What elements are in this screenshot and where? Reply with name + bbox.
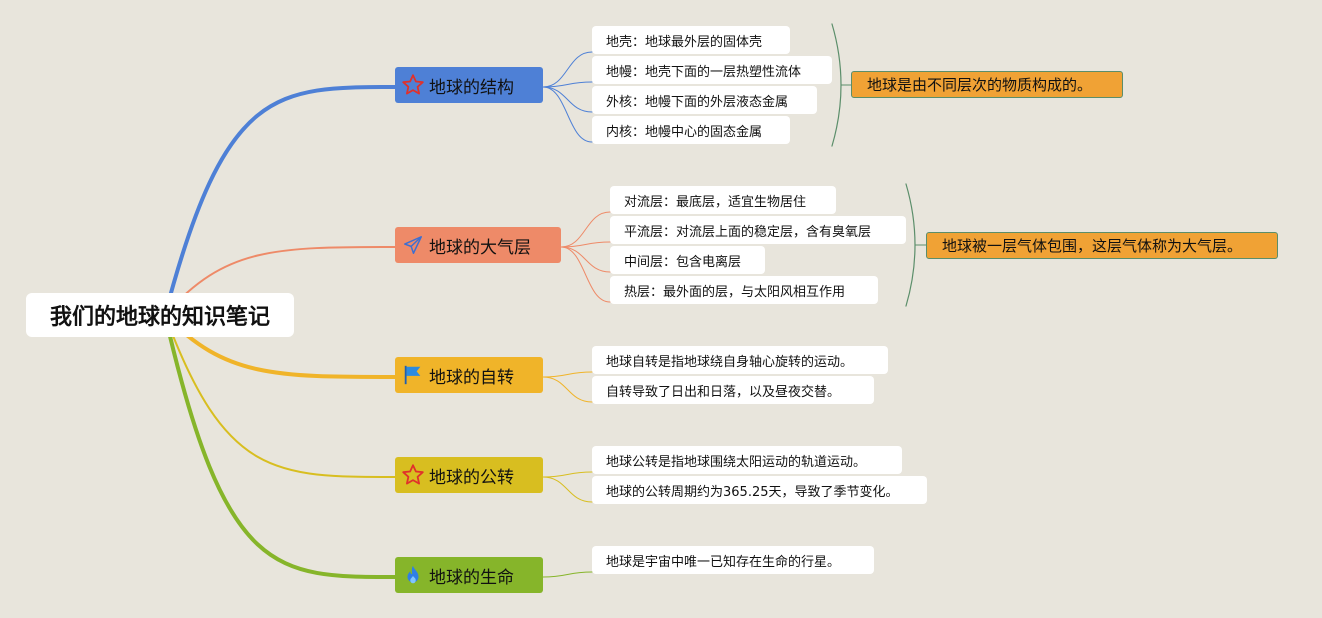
branch-topic-5[interactable]: 地球的生命	[395, 557, 543, 593]
summary-label: 地球被一层气体包围，这层气体称为大气层。	[942, 237, 1243, 255]
subtopic-label: 中间层：包含电离层	[624, 254, 742, 270]
branch-topic-1[interactable]: 地球的结构	[395, 67, 543, 103]
connector-line	[560, 246, 611, 303]
subtopic-label: 地球的公转周期约为365.25天，导致了季节变化。	[606, 484, 899, 500]
subtopic-3-2[interactable]: 自转导致了日出和日落，以及昼夜交替。	[592, 376, 874, 404]
connector-line	[542, 51, 593, 88]
branch-topic-3[interactable]: 地球的自转	[395, 357, 543, 393]
connector-line	[542, 476, 593, 503]
connector-line	[164, 246, 396, 316]
subtopic-3-1[interactable]: 地球自转是指地球绕自身轴心旋转的运动。	[592, 346, 888, 374]
connector-line	[905, 183, 916, 307]
subtopic-label: 地球公转是指地球围绕太阳运动的轨道运动。	[606, 454, 867, 470]
summary-label: 地球是由不同层次的物质构成的。	[867, 76, 1093, 94]
subtopic-label: 内核：地幔中心的固态金属	[606, 124, 763, 140]
summary-1[interactable]: 地球是由不同层次的物质构成的。	[851, 71, 1123, 98]
subtopic-4-2[interactable]: 地球的公转周期约为365.25天，导致了季节变化。	[592, 476, 927, 504]
subtopic-label: 热层：最外面的层，与太阳风相互作用	[624, 284, 846, 300]
branch-topic-label: 地球的大气层	[429, 237, 531, 258]
connector-line	[542, 86, 593, 113]
connector-line	[560, 211, 611, 248]
subtopic-2-1[interactable]: 对流层：最底层，适宜生物居住	[610, 186, 836, 214]
summary-2[interactable]: 地球被一层气体包围，这层气体称为大气层。	[926, 232, 1278, 259]
connector-line	[542, 86, 593, 143]
subtopic-1-2[interactable]: 地幔：地壳下面的一层热塑性流体	[592, 56, 832, 84]
branch-topic-label: 地球的公转	[429, 467, 514, 488]
connector-line	[163, 313, 397, 579]
subtopic-label: 对流层：最底层，适宜生物居住	[624, 194, 807, 210]
subtopic-label: 地球是宇宙中唯一已知存在生命的行星。	[606, 554, 841, 570]
connector-line	[831, 23, 842, 147]
paper-plane-icon	[401, 233, 425, 257]
subtopic-5-1[interactable]: 地球是宇宙中唯一已知存在生命的行星。	[592, 546, 874, 574]
subtopic-label: 平流层：对流层上面的稳定层，含有臭氧层	[624, 224, 872, 240]
subtopic-2-2[interactable]: 平流层：对流层上面的稳定层，含有臭氧层	[610, 216, 906, 244]
subtopic-2-3[interactable]: 中间层：包含电离层	[610, 246, 765, 274]
subtopic-1-1[interactable]: 地壳：地球最外层的固体壳	[592, 26, 790, 54]
connector-line	[542, 371, 593, 378]
connector-line	[542, 471, 593, 478]
branch-topic-4[interactable]: 地球的公转	[395, 457, 543, 493]
branch-topic-2[interactable]: 地球的大气层	[395, 227, 561, 263]
branch-topic-label: 地球的自转	[429, 367, 514, 388]
subtopic-label: 自转导致了日出和日落，以及昼夜交替。	[606, 384, 841, 400]
connector-line	[560, 246, 611, 273]
subtopic-label: 地壳：地球最外层的固体壳	[606, 34, 763, 50]
subtopic-label: 外核：地幔下面的外层液态金属	[606, 94, 789, 110]
star-icon	[401, 463, 425, 487]
connector-line	[164, 314, 396, 478]
subtopic-label: 地球自转是指地球绕自身轴心旋转的运动。	[606, 354, 854, 370]
root-topic[interactable]: 我们的地球的知识笔记	[26, 293, 294, 337]
connector-line	[542, 81, 593, 88]
branch-topic-label: 地球的生命	[429, 567, 514, 588]
flag-icon	[401, 363, 425, 387]
connector-line	[542, 376, 593, 403]
flame-icon	[401, 563, 425, 587]
connector-line	[542, 571, 593, 578]
root-topic-label: 我们的地球的知识笔记	[49, 305, 270, 330]
subtopic-label: 地幔：地壳下面的一层热塑性流体	[606, 64, 802, 80]
connector-line	[163, 85, 397, 317]
branch-topic-label: 地球的结构	[429, 77, 514, 98]
subtopic-1-3[interactable]: 外核：地幔下面的外层液态金属	[592, 86, 817, 114]
subtopic-1-4[interactable]: 内核：地幔中心的固态金属	[592, 116, 790, 144]
subtopic-4-1[interactable]: 地球公转是指地球围绕太阳运动的轨道运动。	[592, 446, 902, 474]
subtopic-2-4[interactable]: 热层：最外面的层，与太阳风相互作用	[610, 276, 878, 304]
connector-line	[560, 241, 611, 248]
star-icon	[401, 73, 425, 97]
